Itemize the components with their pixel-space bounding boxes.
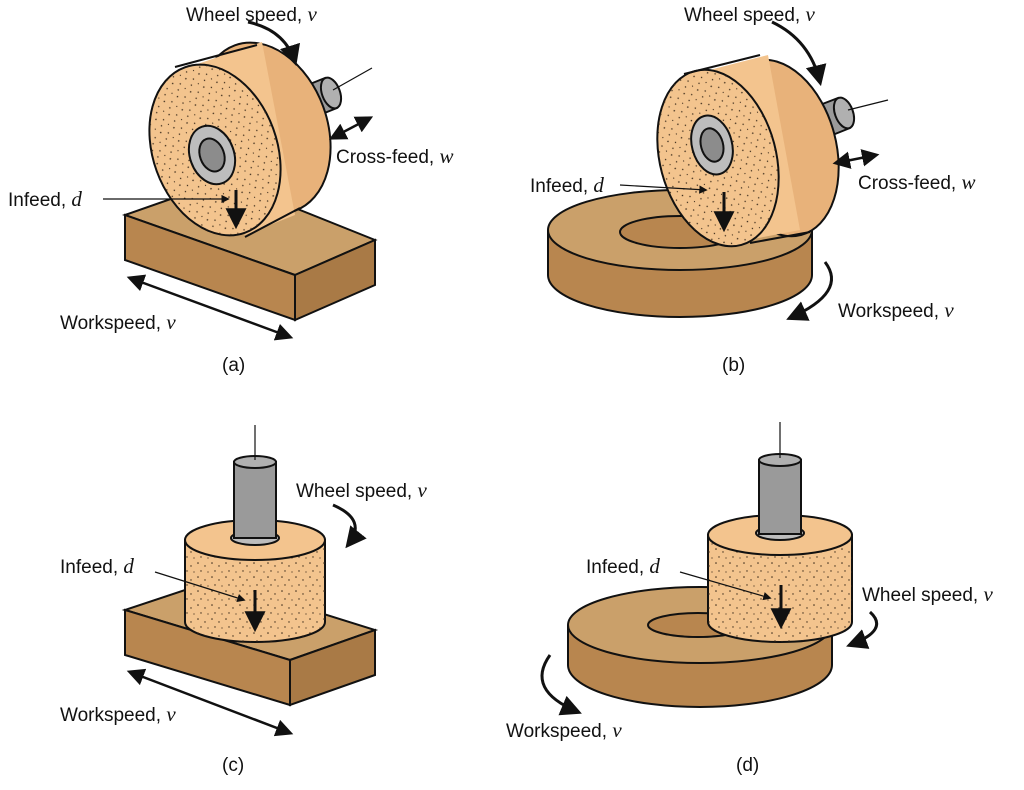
panel-b-caption: (b) <box>722 355 746 376</box>
cross-feed-arrow <box>328 116 374 140</box>
panel-c-caption: (c) <box>222 755 245 776</box>
panel-b-workspeed-label: Workspeed, v <box>838 298 954 322</box>
panel-a <box>103 20 378 341</box>
panel-c-infeed-label: Infeed, d <box>60 554 134 578</box>
wheel-speed-arrow <box>247 20 301 67</box>
panel-b-infeed-label: Infeed, d <box>530 173 604 197</box>
workspeed-arrow <box>126 274 294 341</box>
panel-a-workspeed-label: Workspeed, v <box>60 310 176 334</box>
panel-d-workspeed-label: Workspeed, v <box>506 718 622 742</box>
panel-c-workspeed-label: Workspeed, v <box>60 702 176 726</box>
workpiece-block-side <box>294 238 376 322</box>
panel-d-infeed-label: Infeed, d <box>586 554 660 578</box>
panel-b <box>547 20 889 321</box>
panel-d-caption: (d) <box>736 755 760 776</box>
panel-b-cross-feed-label: Cross-feed, w <box>858 170 976 194</box>
panel-d <box>540 422 879 716</box>
panel-a-caption: (a) <box>222 355 246 376</box>
panel-a-cross-feed-label: Cross-feed, w <box>336 144 454 168</box>
panel-d-wheel-speed-label: Wheel speed, v <box>862 582 993 606</box>
panel-b-wheel-speed-label: Wheel speed, v <box>684 2 815 26</box>
panel-c-wheel-speed-label: Wheel speed, v <box>296 478 427 502</box>
panel-a-wheel-speed-label: Wheel speed, v <box>186 2 317 26</box>
panel-a-infeed-label: Infeed, d <box>8 187 82 211</box>
panel-c <box>121 425 379 737</box>
